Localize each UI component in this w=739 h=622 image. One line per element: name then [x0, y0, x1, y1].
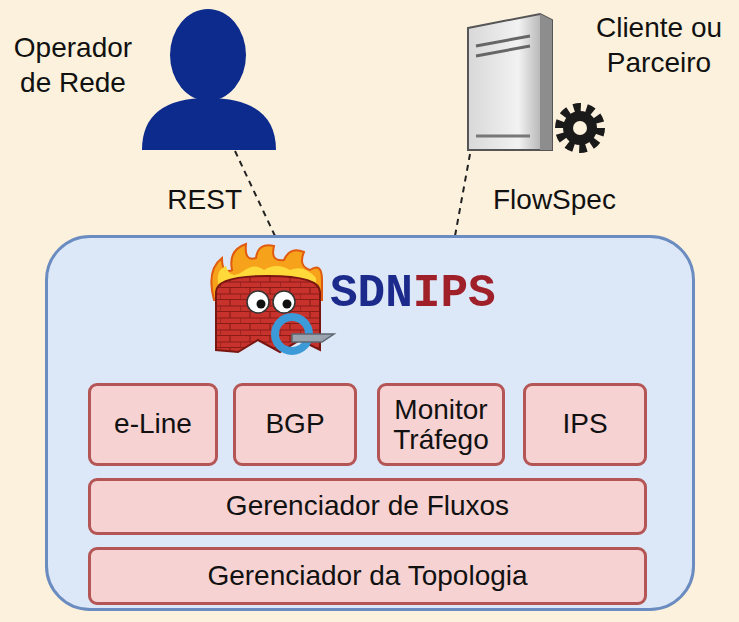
module-box: e-Line — [88, 383, 218, 466]
sdnips-panel-fill — [47, 237, 694, 609]
layer-band: Gerenciador da Topologia — [88, 547, 647, 605]
module-label: BGP — [265, 408, 324, 440]
actor-label: Cliente ou Parceiro — [583, 10, 735, 80]
actor-label: Operador de Rede — [4, 30, 142, 100]
module-label: Gerenciador da Topologia — [207, 560, 527, 592]
actor-node: Cliente ou Parceiro — [455, 4, 739, 156]
protocol-label: FlowSpec — [490, 184, 619, 216]
module-label: Gerenciador de Fluxos — [226, 490, 509, 522]
actor-node: Operador de Rede — [0, 8, 282, 153]
module-box: Monitor Tráfego — [377, 383, 505, 466]
layer-band: Gerenciador de Fluxos — [88, 478, 647, 535]
module-box: BGP — [233, 383, 357, 466]
system-title: SDNIPS — [330, 268, 496, 321]
module-label: Monitor Tráfego — [386, 395, 496, 454]
module-label: IPS — [562, 408, 607, 440]
firewall-mascot — [211, 244, 334, 352]
dashed-connector — [455, 154, 470, 236]
module-box: IPS — [523, 383, 647, 466]
person-icon — [142, 9, 276, 150]
protocol-label: REST — [164, 184, 245, 216]
system-panel: SDNIPS e-Line BGP Monitor Tráfego IPS Gerenci… — [45, 235, 695, 611]
module-label: e-Line — [114, 408, 192, 440]
gear-icon — [560, 108, 600, 148]
server-icon — [468, 14, 552, 150]
